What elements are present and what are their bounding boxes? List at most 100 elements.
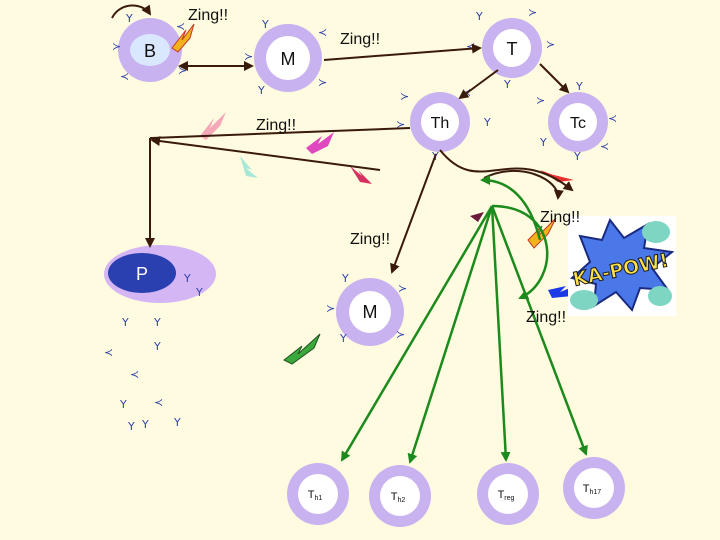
- receptor-glyph: ≺: [130, 368, 139, 381]
- receptor-glyph: Y: [173, 416, 181, 429]
- receptor-glyph: Y: [153, 316, 161, 329]
- receptor-glyph: Y: [339, 332, 347, 345]
- lightning-icon: [540, 170, 574, 182]
- lightning-icon: [470, 212, 484, 222]
- t-cell-label: T: [507, 39, 518, 59]
- green-arrows: [340, 175, 588, 464]
- receptor-glyph: ≻: [400, 90, 409, 103]
- macrophage-mid-nucleus: [349, 291, 391, 333]
- kapow-smoke: [642, 221, 670, 243]
- zing-label: Zing!!: [540, 209, 580, 226]
- th-to-m-arrow: [390, 153, 437, 274]
- zing-label: Zing!!: [350, 231, 390, 248]
- arrow-to-treg: [490, 205, 511, 462]
- receptor-glyph: ≻: [398, 282, 407, 295]
- receptor-glyph: Y: [183, 272, 191, 285]
- t-to-tc-arrow: [539, 63, 570, 94]
- th17-cell-nucleus: [574, 468, 614, 508]
- receptor-glyph: ≻: [244, 50, 253, 63]
- th2-cell: Th2: [369, 465, 431, 527]
- th1-cell-label: Th1: [308, 489, 323, 502]
- plasma-cell-label: P: [136, 264, 148, 284]
- m-to-t-arrow: [323, 43, 482, 61]
- lightning-icon: [171, 23, 195, 53]
- lightning-icon: [200, 112, 226, 140]
- cytotoxic-t-cell: Tc: [548, 92, 608, 152]
- target-loop-arrow: [483, 169, 564, 200]
- receptor-glyph: ≻: [178, 64, 187, 77]
- th17-cell: Th17: [563, 457, 625, 519]
- cytotoxic-t-cell-nucleus: [559, 103, 597, 141]
- arrow-to-th1: [340, 205, 494, 462]
- b-cell-self-arrow: [111, 4, 152, 19]
- lightning-icon: [306, 132, 334, 154]
- receptor-glyph: ≺: [104, 346, 113, 359]
- th1-cell-nucleus: [298, 474, 338, 514]
- zing-label: Zing!!: [256, 117, 296, 134]
- treg-cell-label: Treg: [498, 489, 515, 502]
- receptor-glyph: ≺: [466, 40, 475, 53]
- b-cell-nucleus: [130, 34, 170, 66]
- lightning-icon: [350, 166, 372, 184]
- receptor-glyph: ≻: [536, 94, 545, 107]
- receptor-glyph: Y: [257, 84, 265, 97]
- th2-cell-label: Th2: [391, 491, 406, 504]
- plasma-cell-nucleus: [108, 253, 176, 293]
- receptor-glyph: Y: [125, 12, 133, 25]
- arrow-to-th17: [490, 205, 588, 456]
- lightning-icon: [283, 333, 321, 365]
- arrow-feedback: [480, 175, 542, 241]
- th1-cell: Th1: [287, 463, 349, 525]
- th-help-arrow: [150, 136, 381, 171]
- receptor-glyph: ≻: [546, 38, 555, 51]
- kapow-burst: KA-POW!: [568, 216, 676, 316]
- receptor-glyph: Y: [119, 398, 127, 411]
- receptor-glyph: Y: [121, 316, 129, 329]
- receptor-glyph: Y: [483, 116, 491, 129]
- zing-label: Zing!!: [340, 31, 380, 48]
- macrophage-top-label: M: [281, 49, 296, 69]
- macrophage-mid-label: M: [363, 302, 378, 322]
- t-to-th-arrow: [458, 69, 499, 100]
- helper-t-cell-nucleus: [421, 103, 459, 141]
- lightning-icon: [240, 156, 258, 178]
- receptor-glyph: ≻: [112, 40, 121, 53]
- dark-arrows: [111, 4, 574, 274]
- receptor-glyph: Y: [503, 78, 511, 91]
- receptor-glyph: Y: [575, 80, 583, 93]
- receptor-glyph: Y: [141, 418, 149, 431]
- receptor-glyph: Y: [475, 10, 483, 23]
- receptor-glyph: Y: [127, 420, 135, 433]
- th-to-b-line: [151, 127, 411, 139]
- receptor-glyph: ≺: [600, 140, 609, 153]
- receptor-glyph: Y: [261, 18, 269, 31]
- receptor-glyph: Y: [195, 286, 203, 299]
- receptor-glyph: ≺: [120, 70, 129, 83]
- receptor-glyph: ≺: [318, 26, 327, 39]
- th-to-target-arrow: [439, 149, 574, 192]
- b-cell-label: B: [144, 41, 156, 61]
- cytotoxic-t-cell-label: Tc: [570, 115, 586, 132]
- receptor-glyph: Y: [539, 136, 547, 149]
- receptor-glyph: Y: [153, 340, 161, 353]
- zing-label: Zing!!: [526, 309, 566, 326]
- treg-cell: Treg: [477, 463, 539, 525]
- kapow-smoke: [648, 286, 672, 306]
- helper-t-cell-label: Th: [431, 115, 450, 132]
- receptor-glyph: ≻: [396, 118, 405, 131]
- treg-cell-nucleus: [488, 474, 528, 514]
- receptor-glyph: ≺: [608, 112, 617, 125]
- receptor-glyph: ≻: [318, 76, 327, 89]
- arrow-to-th2: [407, 205, 494, 464]
- t-cell: T: [482, 18, 542, 78]
- t-cell-nucleus: [493, 29, 531, 67]
- helper-t-cell: Th: [410, 92, 470, 152]
- macrophage-mid: M: [336, 278, 404, 346]
- receptor-glyph: ≻: [326, 302, 335, 315]
- macrophage-top: M: [254, 24, 322, 92]
- th17-cell-label: Th17: [583, 483, 602, 496]
- receptor-glyph: Y: [341, 272, 349, 285]
- th2-cell-nucleus: [380, 476, 420, 516]
